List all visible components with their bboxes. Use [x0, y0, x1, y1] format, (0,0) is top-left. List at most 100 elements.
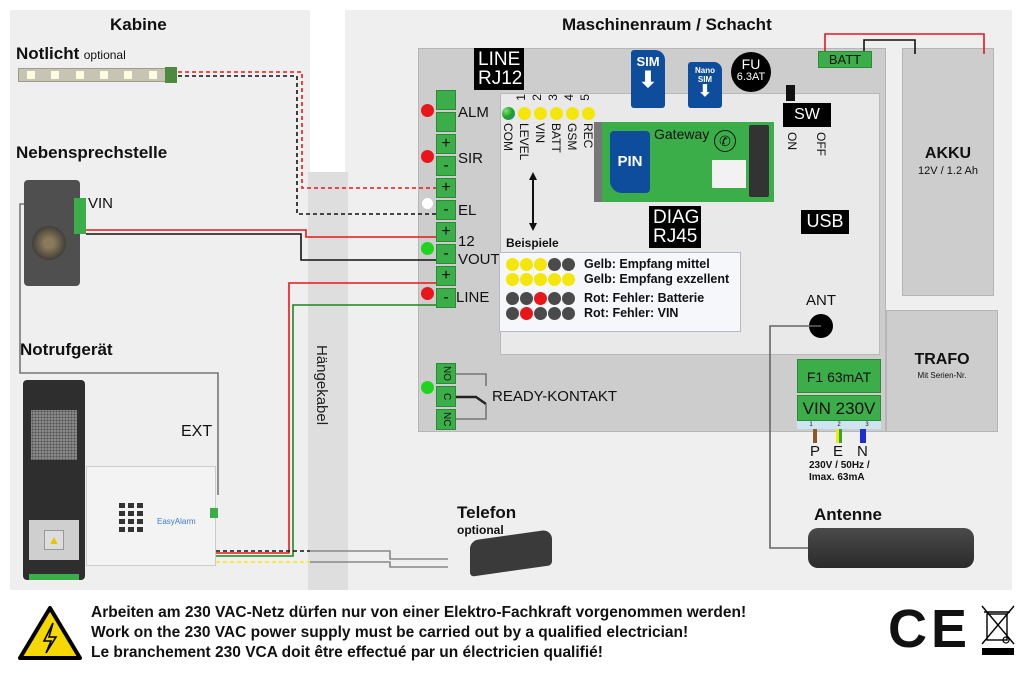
- machine-room-title: Maschinenraum / Schacht: [562, 15, 772, 34]
- led: [506, 291, 519, 305]
- led-labels: COM LEVEL VIN BATT GSM REC: [501, 123, 595, 161]
- bell-icon: ▲: [44, 530, 64, 550]
- led-gsm: [566, 107, 579, 120]
- ant-label: ANT: [806, 292, 836, 309]
- warning-line-de: Arbeiten am 230 VAC-Netz dürfen nur von …: [91, 604, 747, 621]
- ready-contact-terminals: NO C NC: [436, 363, 456, 430]
- hanging-cable-label: Hängekabel: [313, 345, 330, 426]
- batt-terminal: BATT: [818, 51, 872, 68]
- ext-label: EXT: [181, 423, 213, 440]
- status-leds: [502, 107, 598, 125]
- terminal-alm-2[interactable]: [436, 112, 456, 132]
- example-row: Rot: Fehler: VIN: [506, 306, 678, 320]
- led: [506, 306, 519, 320]
- easyalarm-unit: EasyAlarm: [86, 466, 216, 566]
- arrow-down-icon: ⬇: [698, 83, 712, 100]
- terminal-vout-minus[interactable]: -: [436, 244, 456, 264]
- line-indicator: [421, 287, 434, 300]
- ce-mark: CE: [888, 599, 972, 659]
- easyalarm-terminal: [210, 508, 218, 518]
- speaker-grille: [32, 226, 66, 260]
- power-switch[interactable]: SW: [783, 103, 831, 127]
- led: [520, 257, 533, 271]
- wire-p-label: P: [810, 443, 821, 460]
- terminal-line-minus[interactable]: -: [436, 288, 456, 308]
- examples-box: Gelb: Empfang mittel Gelb: Empfang exzel…: [499, 252, 741, 332]
- gateway-label: Gateway: [654, 126, 710, 142]
- terminal-sir-minus[interactable]: -: [436, 156, 456, 176]
- example-leds: [506, 257, 576, 271]
- switch-lever[interactable]: [786, 85, 795, 101]
- cabin-title: Kabine: [110, 15, 167, 34]
- emergency-light-optional: optional: [83, 48, 126, 62]
- power-spec: 230V / 50Hz / Imax. 63mA: [809, 460, 870, 483]
- led-com: [502, 107, 515, 120]
- gateway-module: PIN Gateway ✆: [594, 122, 774, 202]
- antenna-title: Antenne: [814, 505, 882, 524]
- battery-title: AKKU: [924, 145, 972, 162]
- arrow-down-icon: ⬇: [638, 67, 658, 92]
- warning-line-fr: Le branchement 230 VCA doit être effectu…: [91, 644, 603, 661]
- vout-label: VOUT: [458, 251, 500, 268]
- led: [562, 306, 575, 320]
- gateway-panel-image: [749, 125, 769, 197]
- el-label: EL: [458, 202, 477, 219]
- terminal-el-plus[interactable]: +: [436, 178, 456, 198]
- antenna-connector[interactable]: [809, 314, 833, 338]
- antenna-device: [808, 528, 974, 568]
- led: [520, 291, 533, 305]
- led: [562, 291, 575, 305]
- phone-title: Telefon: [457, 503, 517, 522]
- sir-indicator: [421, 150, 434, 163]
- example-text: Gelb: Empfang mittel: [584, 257, 710, 271]
- ready-nc-terminal[interactable]: NC: [436, 409, 456, 430]
- alm-indicator: [421, 104, 434, 117]
- alarm-button-plate: ▲: [29, 520, 79, 560]
- terminal-line-plus[interactable]: +: [436, 266, 456, 286]
- line-rj12-port: LINE RJ12: [474, 48, 524, 90]
- fuse-f1: F1 63mAT: [797, 359, 881, 393]
- nano-sim-slot: Nano SIM ⬇: [688, 62, 722, 108]
- warning-line-en: Work on the 230 VAC power supply must be…: [91, 624, 689, 641]
- terminal-alm-1[interactable]: [436, 90, 456, 110]
- emergency-call-panel: ▲: [23, 380, 85, 580]
- switch-on-label: ON: [785, 132, 799, 150]
- emergency-light-heading: Notlicht optional: [16, 44, 126, 64]
- example-leds: [506, 272, 576, 286]
- led: [534, 257, 547, 271]
- led-batt: [550, 107, 563, 120]
- secondary-intercom-vin-label: VIN: [88, 195, 114, 212]
- example-row: Gelb: Empfang exzellent: [506, 272, 729, 286]
- wire-n-label: N: [857, 443, 868, 460]
- phone-icon: ✆: [714, 130, 736, 152]
- phone-optional: optional: [457, 523, 504, 537]
- neutral-wire: [860, 429, 866, 443]
- led: [562, 257, 575, 271]
- examples-title: Beispiele: [506, 236, 559, 250]
- terminal-vout-plus[interactable]: +: [436, 222, 456, 242]
- led: [548, 306, 561, 320]
- terminal-el-minus[interactable]: -: [436, 200, 456, 220]
- switch-off-label: OFF: [814, 132, 828, 156]
- terminal-sir-plus[interactable]: +: [436, 134, 456, 154]
- speaker-grille: [31, 410, 77, 460]
- sim-slot: SIM ⬇: [631, 50, 665, 108]
- panel-terminal: [29, 574, 79, 580]
- gateway-device-image: [712, 160, 746, 188]
- ready-no-terminal[interactable]: NO: [436, 363, 456, 384]
- vout-indicator: [421, 242, 434, 255]
- led: [534, 291, 547, 305]
- led-vin: [534, 107, 547, 120]
- earth-wire: [836, 429, 842, 443]
- transformer-box: TRAFO Mit Serien-Nr.: [886, 310, 998, 432]
- alm-label: ALM: [458, 104, 489, 121]
- easyalarm-brand: EasyAlarm: [157, 517, 196, 526]
- warning-text: Arbeiten am 230 VAC-Netz dürfen nur von …: [91, 603, 746, 663]
- led-numbers: 1 2 3 4 5: [514, 94, 592, 101]
- transformer-spec: Mit Serien-Nr.: [917, 371, 967, 380]
- pin-label: PIN: [610, 131, 650, 193]
- sir-label: SIR: [458, 150, 484, 167]
- ready-c-terminal[interactable]: C: [436, 386, 456, 407]
- example-leds: [506, 306, 576, 320]
- led: [548, 272, 561, 286]
